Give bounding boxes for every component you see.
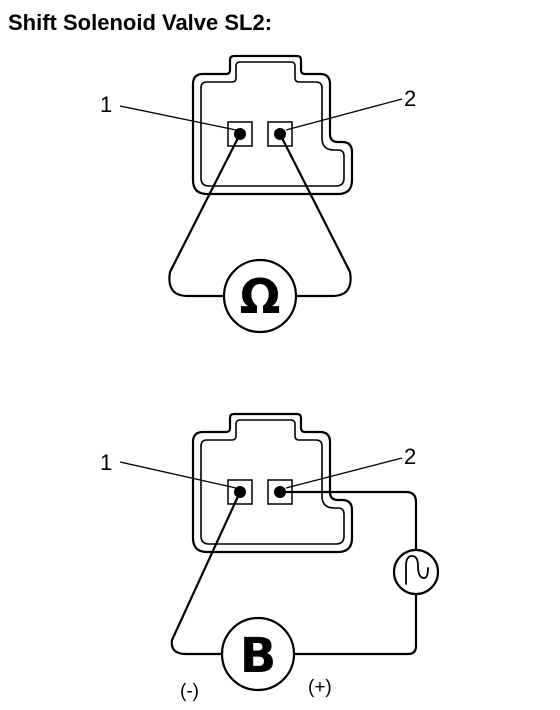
top-pin2-leader: [285, 98, 403, 131]
ohmmeter-circle: [222, 258, 298, 334]
bottom-wire-return: [292, 592, 418, 656]
top-pin2-label: 2: [404, 86, 416, 111]
ohmmeter-symbol: Ω: [240, 269, 281, 325]
positive-label: (+): [308, 677, 332, 698]
bottom-connector: [191, 412, 354, 554]
top-wire-right: [278, 132, 352, 298]
top-connector: [191, 54, 354, 196]
top-pin1-label: 1: [100, 92, 112, 117]
bottom-pin1-leader: [119, 461, 237, 489]
bottom-wire-negative: [170, 490, 242, 656]
top-pin1-leader: [119, 105, 237, 131]
bottom-pin2-label: 2: [404, 444, 416, 469]
bottom-wire-positive: [278, 490, 418, 552]
bulb-icon: [392, 548, 440, 596]
diagram-title: Shift Solenoid Valve SL2:: [8, 10, 272, 35]
top-wire-left: [168, 132, 242, 298]
battery-circle: [220, 616, 296, 692]
bottom-pin1-label: 1: [100, 450, 112, 475]
battery-symbol: B: [240, 628, 277, 684]
top-terminal-1: [227, 121, 253, 147]
bottom-pin2-leader: [285, 457, 403, 489]
negative-label: (-): [180, 681, 199, 702]
